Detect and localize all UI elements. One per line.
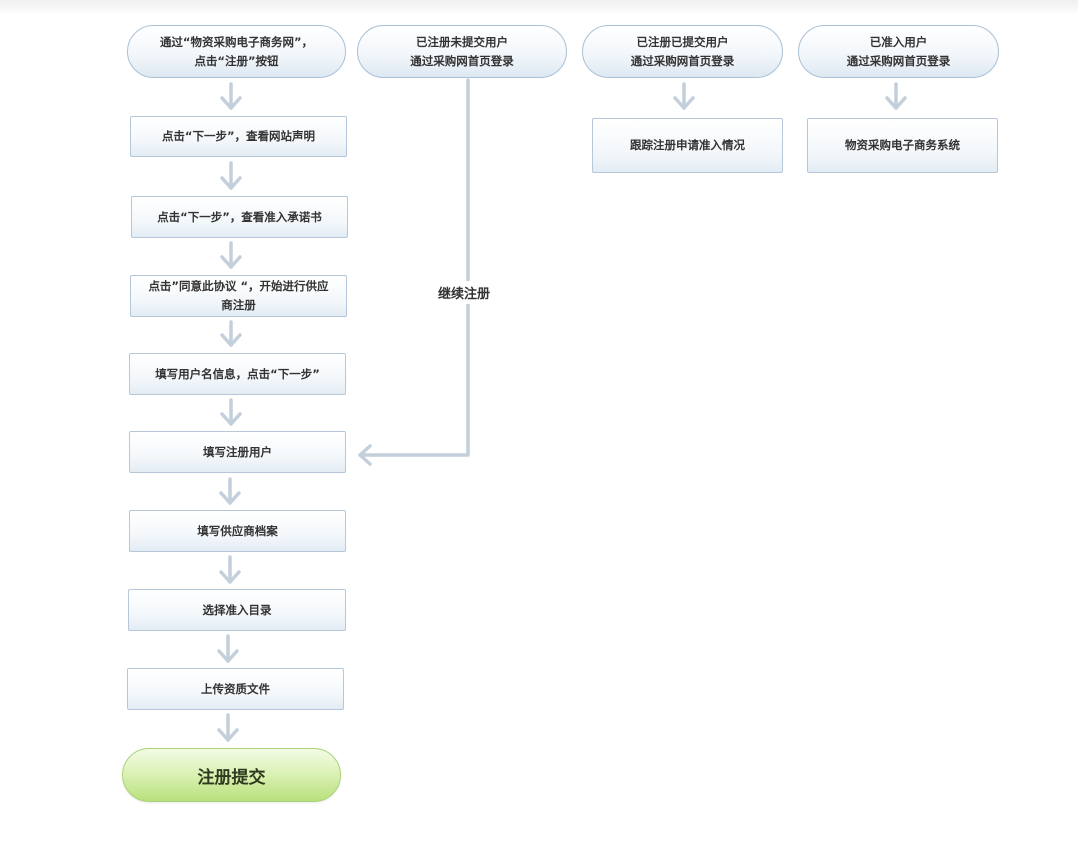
submit-registration-node: 注册提交 (122, 748, 341, 802)
arrow-down-icon (217, 713, 239, 742)
continue-connector (358, 78, 470, 466)
start-registration-node: 通过“物资采购电子商务网”， 点击“注册”按钮 (127, 25, 346, 78)
arrow-down-icon (220, 241, 242, 269)
step-select-catalog: 选择准入目录 (128, 589, 346, 631)
step-fill-username: 填写用户名信息，点击“下一步” (129, 353, 346, 395)
arrow-down-icon (220, 398, 242, 426)
arrow-down-icon (220, 320, 242, 347)
approved-user-node: 已准入用户 通过采购网首页登录 (798, 25, 999, 78)
step-view-statement: 点击“下一步”，查看网站声明 (130, 116, 347, 157)
step-upload-documents: 上传资质文件 (127, 668, 344, 710)
arrow-down-icon (219, 555, 241, 584)
step-agree-protocol: 点击”同意此协议 “，开始进行供应 商注册 (130, 275, 347, 317)
step-view-commitment: 点击“下一步”，查看准入承诺书 (131, 196, 348, 238)
arrow-down-icon (220, 82, 242, 110)
top-band (0, 0, 1078, 16)
track-status-node: 跟踪注册申请准入情况 (592, 118, 783, 173)
ecommerce-system-node: 物资采购电子商务系统 (807, 118, 998, 173)
continue-registration-label: 继续注册 (438, 281, 491, 304)
registered-not-submitted-node: 已注册未提交用户 通过采购网首页登录 (357, 25, 567, 78)
registered-submitted-node: 已注册已提交用户 通过采购网首页登录 (582, 25, 783, 78)
arrow-down-icon (219, 477, 241, 505)
arrow-down-icon (217, 634, 239, 663)
step-fill-registered-user: 填写注册用户 (129, 431, 346, 473)
arrow-down-icon (673, 82, 695, 110)
arrow-down-icon (220, 161, 242, 190)
step-fill-supplier-profile: 填写供应商档案 (129, 510, 346, 552)
arrow-down-icon (885, 82, 907, 110)
